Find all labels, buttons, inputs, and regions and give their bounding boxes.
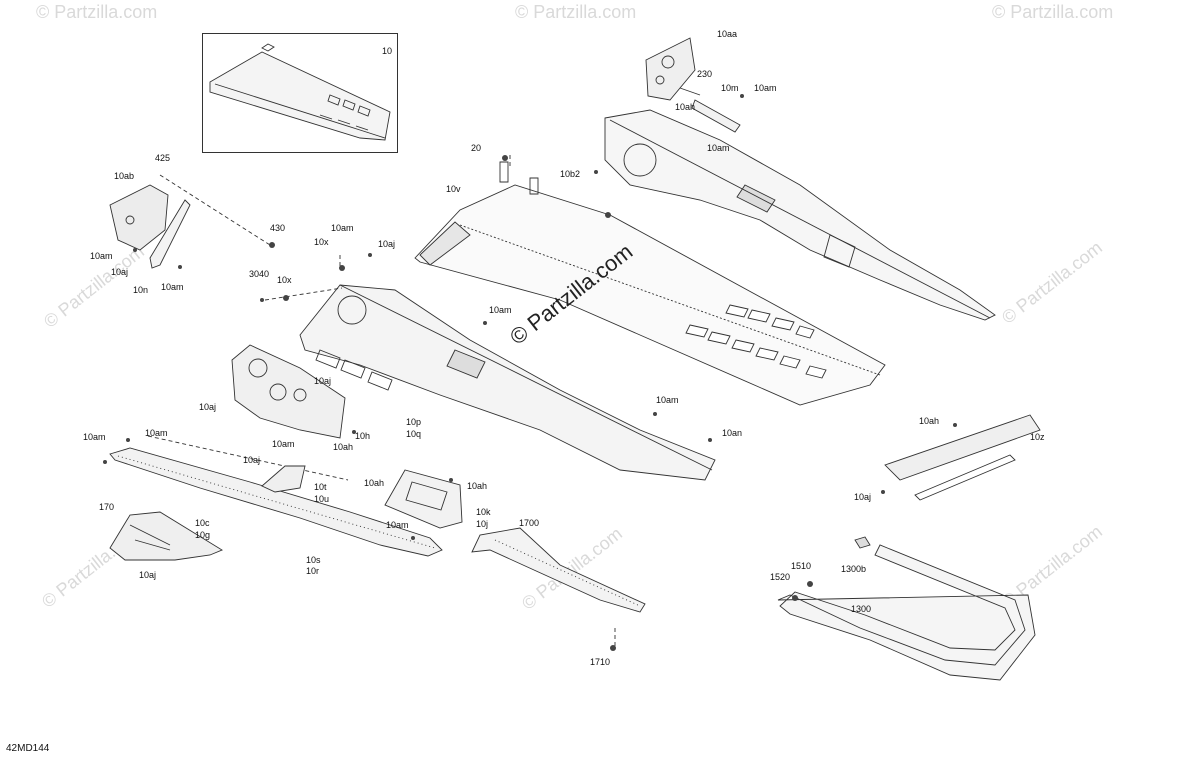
label-10am: 10am: [145, 428, 168, 438]
bracket-10ab-drawing: [109, 184, 191, 269]
crossbar-10z-drawing: [884, 414, 1041, 501]
label-170: 170: [99, 502, 115, 512]
rail-1700-drawing: [471, 527, 646, 613]
label-10k: 10k: [476, 507, 491, 517]
inset-frame-drawing: [209, 43, 391, 141]
label-10: 10: [382, 46, 393, 56]
label-10s: 10s: [306, 555, 321, 565]
label-10v: 10v: [446, 184, 461, 194]
hardware-dots: [103, 94, 957, 651]
label-10x: 10x: [314, 237, 329, 247]
label-10am: 10am: [707, 143, 730, 153]
label-430: 430: [270, 223, 286, 233]
label-1510: 1510: [791, 561, 812, 571]
label-1710: 1710: [590, 657, 611, 667]
label-10ah: 10ah: [675, 102, 696, 112]
label-10z: 10z: [1030, 432, 1045, 442]
label-10t: 10t: [314, 482, 327, 492]
label-10am: 10am: [754, 83, 777, 93]
label-10am: 10am: [386, 520, 409, 530]
label-10aj: 10aj: [854, 492, 872, 502]
label-10am: 10am: [90, 251, 113, 261]
label-10am: 10am: [83, 432, 106, 442]
label-10am: 10am: [656, 395, 679, 405]
label-10r: 10r: [306, 566, 320, 576]
label-10am: 10am: [489, 305, 512, 315]
label-1520: 1520: [770, 572, 791, 582]
inset-frame-box: [202, 33, 398, 153]
label-3040: 3040: [249, 269, 270, 279]
label-1300: 1300: [851, 604, 872, 614]
label-10am: 10am: [161, 282, 184, 292]
label-10j: 10j: [476, 519, 489, 529]
leader-lines: [147, 155, 616, 650]
left-side-plate-drawing: [231, 344, 346, 439]
label-10ah: 10ah: [333, 442, 354, 452]
label-1300b: 1300b: [841, 564, 867, 574]
label-425: 425: [155, 153, 171, 163]
label-10am: 10am: [331, 223, 354, 233]
label-10aj: 10aj: [139, 570, 157, 580]
label-10aa: 10aa: [717, 29, 738, 39]
label-10aj: 10aj: [314, 376, 332, 386]
label-10am: 10am: [272, 439, 295, 449]
bumper-1300-drawing: [777, 536, 1036, 681]
label-10aj: 10aj: [111, 267, 129, 277]
label-10b2: 10b2: [560, 169, 581, 179]
label-10an: 10an: [722, 428, 743, 438]
plate-10k-drawing: [384, 469, 463, 529]
bracket-10t-drawing: [261, 465, 306, 493]
label-10ab: 10ab: [114, 171, 135, 181]
label-20: 20: [471, 143, 482, 153]
label-10aj: 10aj: [243, 455, 261, 465]
label-10aj: 10aj: [199, 402, 217, 412]
label-1700: 1700: [519, 518, 540, 528]
label-10c: 10c: [195, 518, 210, 528]
label-10h: 10h: [355, 431, 371, 441]
label-10n: 10n: [133, 285, 149, 295]
watermark: © Partzilla.com: [515, 2, 637, 22]
label-10u: 10u: [314, 494, 330, 504]
watermark: © Partzilla.com: [36, 2, 158, 22]
diagram-code: 42MD144: [6, 743, 50, 754]
label-10q: 10q: [406, 429, 422, 439]
label-10ah: 10ah: [467, 481, 488, 491]
label-10ah: 10ah: [919, 416, 940, 426]
watermark: © Partzilla.com: [992, 2, 1114, 22]
label-10aj: 10aj: [378, 239, 396, 249]
label-230: 230: [697, 69, 713, 79]
label-10g: 10g: [195, 530, 211, 540]
lower-rail-drawing: [109, 447, 443, 557]
tunnel-panel-drawing: [414, 161, 886, 406]
left-tunnel-rail-drawing: [299, 284, 716, 481]
label-10m: 10m: [721, 83, 739, 93]
label-10x: 10x: [277, 275, 292, 285]
bracket-10c-drawing: [109, 511, 223, 561]
right-tunnel-rail-drawing: [604, 109, 996, 321]
bracket-10aa-drawing: [645, 37, 741, 133]
label-10p: 10p: [406, 417, 422, 427]
label-10ah: 10ah: [364, 478, 385, 488]
